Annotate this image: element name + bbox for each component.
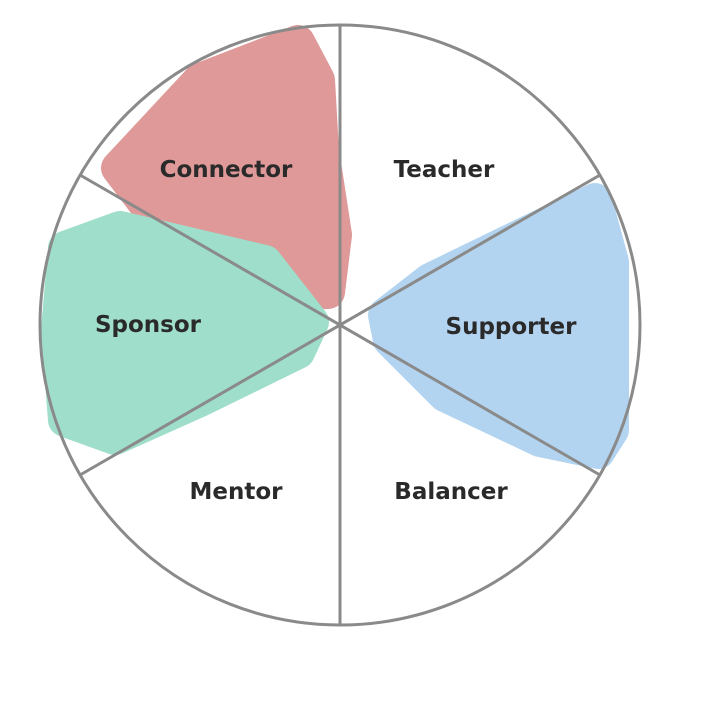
segment-label-connector: Connector — [160, 157, 293, 183]
segment-label-supporter: Supporter — [446, 314, 578, 340]
segment-label-balancer: Balancer — [394, 479, 508, 505]
segment-label-teacher: Teacher — [394, 157, 495, 183]
segment-label-mentor: Mentor — [190, 479, 284, 505]
segment-label-sponsor: Sponsor — [95, 312, 202, 338]
supporter-highlight — [368, 183, 629, 469]
divider-diagonal-2 — [79, 173, 601, 477]
